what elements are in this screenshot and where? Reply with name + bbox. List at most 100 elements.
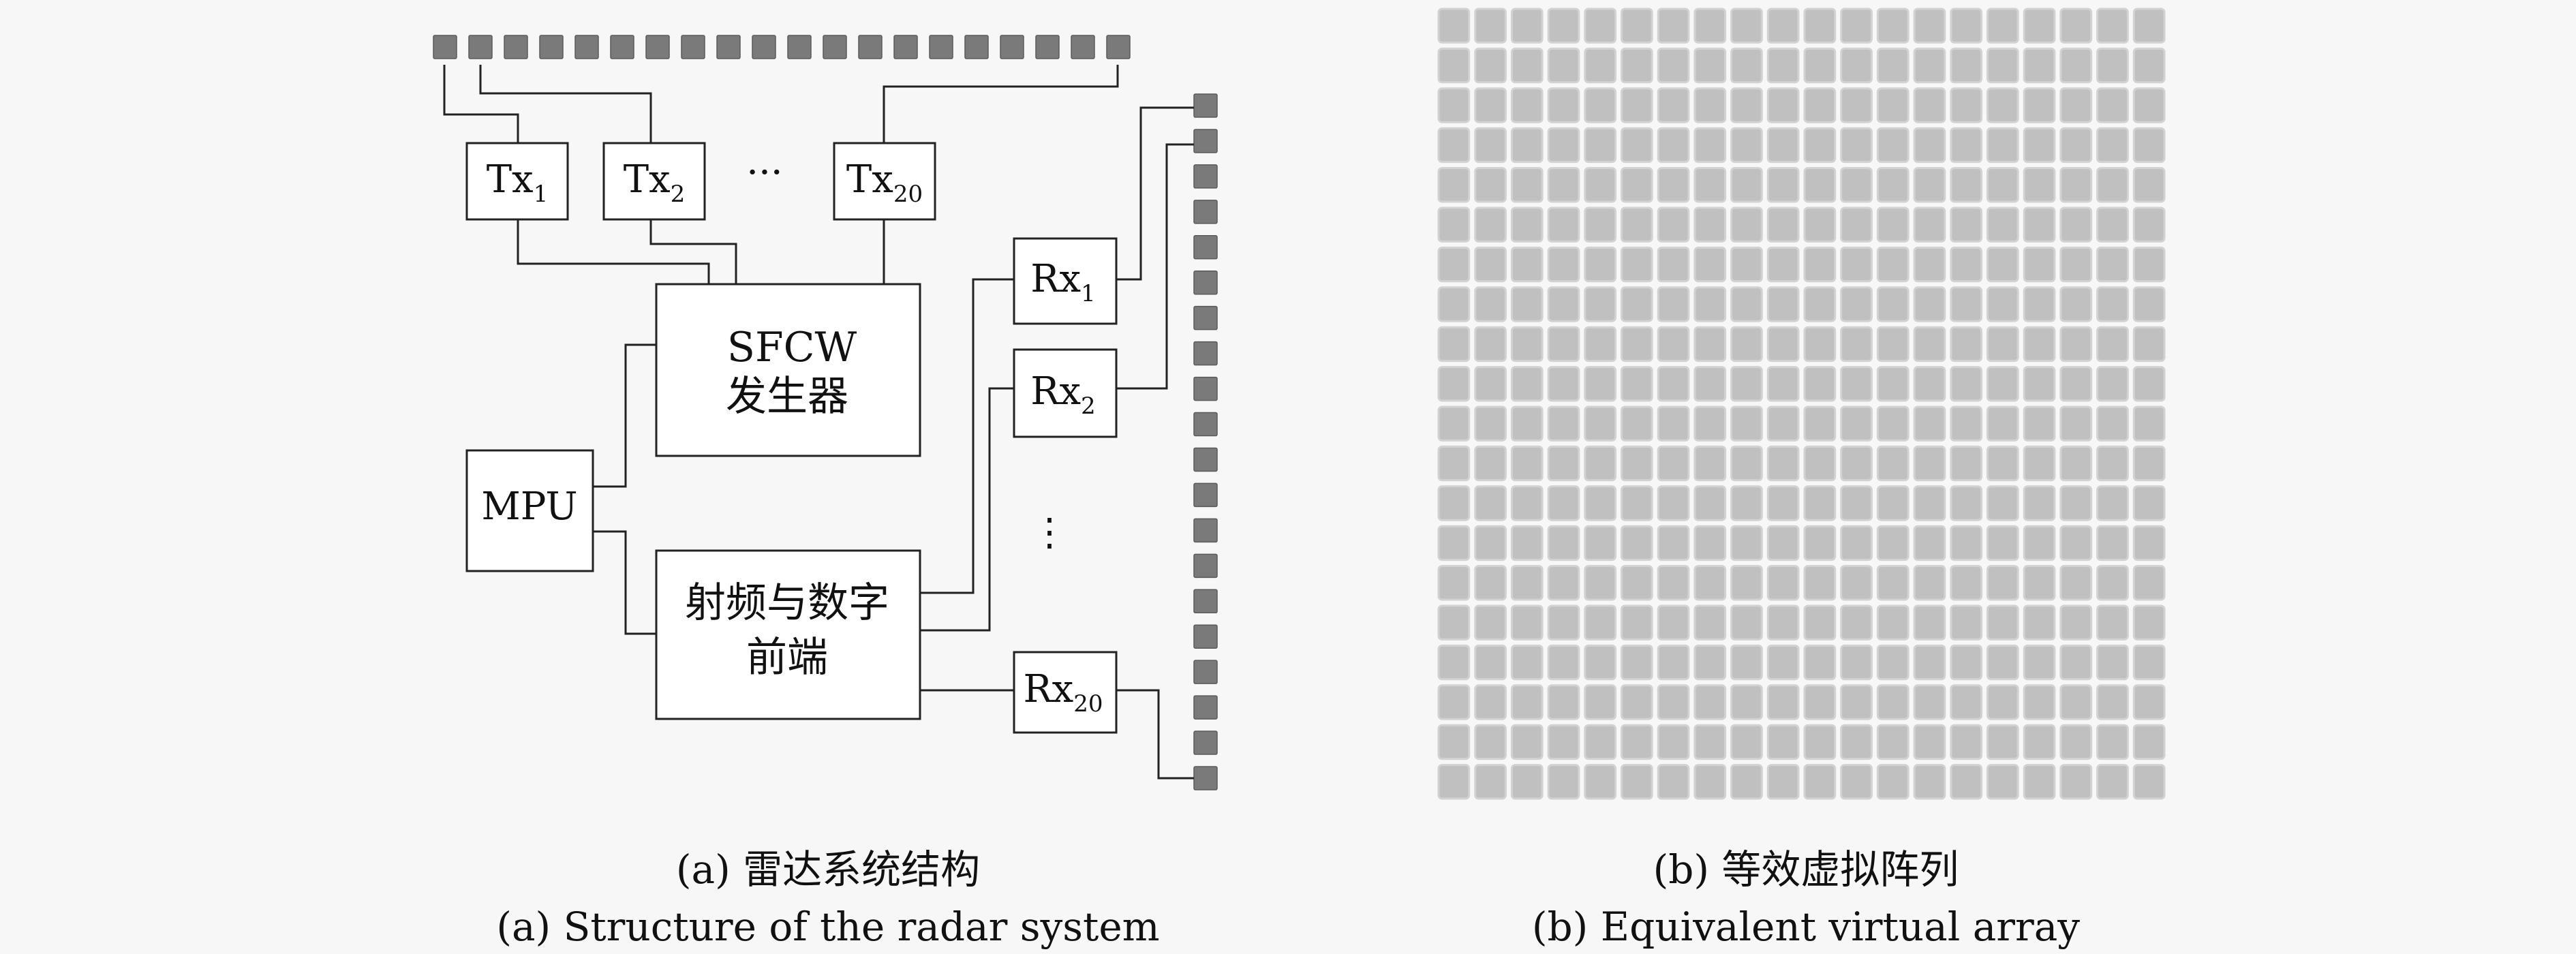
virtual-array-element bbox=[2023, 684, 2056, 720]
rx1-block: Rx1 bbox=[1013, 237, 1118, 325]
virtual-array-element bbox=[1547, 684, 1580, 720]
tx-antenna-element bbox=[716, 35, 741, 59]
virtual-array-element bbox=[1510, 604, 1544, 641]
virtual-array-element bbox=[1693, 485, 1727, 521]
virtual-array-element bbox=[2059, 644, 2093, 681]
rx-antenna-array bbox=[1193, 93, 1218, 790]
virtual-array-element bbox=[1657, 286, 1690, 322]
virtual-array-element bbox=[2096, 206, 2129, 243]
virtual-array-element bbox=[1840, 87, 1873, 123]
virtual-array-element bbox=[1730, 684, 1763, 720]
tx-antenna-element bbox=[1106, 35, 1131, 59]
virtual-array-element bbox=[1876, 684, 1910, 720]
virtual-array-element bbox=[1693, 286, 1727, 322]
virtual-array-element bbox=[1510, 246, 1544, 283]
virtual-array-element bbox=[1693, 644, 1727, 681]
virtual-array-element bbox=[1510, 525, 1544, 561]
virtual-array-element bbox=[1510, 206, 1544, 243]
virtual-array-element bbox=[1474, 127, 1507, 164]
virtual-array-element bbox=[1510, 485, 1544, 521]
virtual-array-element bbox=[1913, 565, 1946, 601]
virtual-array-element bbox=[1474, 525, 1507, 561]
virtual-array-element bbox=[1510, 644, 1544, 681]
virtual-array-element bbox=[1876, 127, 1910, 164]
virtual-array-element bbox=[1803, 47, 1837, 84]
virtual-array-element bbox=[1950, 286, 1983, 322]
virtual-array-element bbox=[1510, 684, 1544, 720]
virtual-array-element bbox=[1730, 246, 1763, 283]
virtual-array-element bbox=[1840, 366, 1873, 402]
virtual-array-element bbox=[1950, 87, 1983, 123]
virtual-array-element bbox=[1730, 87, 1763, 123]
virtual-array-element bbox=[1474, 764, 1507, 800]
virtual-array-element bbox=[1913, 684, 1946, 720]
virtual-array-element bbox=[1474, 684, 1507, 720]
rx-antenna-element bbox=[1193, 589, 1218, 614]
virtual-array-element bbox=[1803, 7, 1837, 44]
virtual-array-element bbox=[1766, 127, 1800, 164]
virtual-array-element bbox=[1840, 246, 1873, 283]
tx-antenna-element bbox=[610, 35, 634, 59]
virtual-array-element bbox=[2096, 724, 2129, 760]
virtual-array-element bbox=[2059, 286, 2093, 322]
virtual-array-element bbox=[1437, 485, 1471, 521]
virtual-array-element bbox=[1584, 206, 1617, 243]
virtual-array-element bbox=[1474, 286, 1507, 322]
virtual-array-element bbox=[1547, 724, 1580, 760]
rx2-label: Rx2 bbox=[1030, 369, 1095, 420]
virtual-array-element bbox=[1913, 246, 1946, 283]
rx20-block: Rx20 bbox=[1013, 651, 1118, 734]
virtual-array-element bbox=[1766, 445, 1800, 482]
virtual-array-element bbox=[1474, 167, 1507, 203]
virtual-array-element bbox=[1657, 644, 1690, 681]
virtual-array-element bbox=[1730, 525, 1763, 561]
rx-antenna-element bbox=[1193, 695, 1218, 720]
virtual-array-element bbox=[1584, 565, 1617, 601]
virtual-array-element bbox=[1474, 405, 1507, 442]
virtual-array-element bbox=[1437, 127, 1471, 164]
virtual-array-element bbox=[2023, 87, 2056, 123]
virtual-array-element bbox=[1987, 246, 2019, 283]
rx-antenna-element bbox=[1193, 270, 1218, 295]
virtual-array-element bbox=[2059, 7, 2093, 44]
virtual-array-element bbox=[1840, 127, 1873, 164]
virtual-array-element bbox=[1693, 127, 1727, 164]
virtual-array-element bbox=[1584, 47, 1617, 84]
tx1-label: Tx1 bbox=[487, 157, 549, 208]
virtual-array-element bbox=[1803, 604, 1837, 641]
tx-antenna-element bbox=[893, 35, 918, 59]
virtual-array-element bbox=[1987, 47, 2019, 84]
virtual-array-element bbox=[1803, 326, 1837, 363]
virtual-array-element bbox=[1693, 167, 1727, 203]
virtual-array-element bbox=[1510, 7, 1544, 44]
virtual-array-element bbox=[1766, 525, 1800, 561]
virtual-array-element bbox=[1657, 565, 1690, 601]
virtual-array-element bbox=[1840, 684, 1873, 720]
rf-frontend-label-line1: 射频与数字 bbox=[685, 579, 889, 627]
virtual-array-element bbox=[2132, 47, 2166, 84]
mpu-block: MPU bbox=[465, 449, 594, 572]
virtual-array-element bbox=[1803, 525, 1837, 561]
virtual-array-element bbox=[1584, 167, 1617, 203]
virtual-array-element bbox=[1987, 565, 2019, 601]
wire-mpu-rf bbox=[593, 530, 656, 635]
virtual-array-element bbox=[1840, 445, 1873, 482]
virtual-array-element bbox=[1547, 405, 1580, 442]
virtual-array-element bbox=[1840, 47, 1873, 84]
virtual-array-element bbox=[1657, 167, 1690, 203]
virtual-array-element bbox=[1950, 644, 1983, 681]
virtual-array-element bbox=[1547, 326, 1580, 363]
virtual-array-element bbox=[1510, 764, 1544, 800]
virtual-array-element bbox=[1437, 167, 1471, 203]
virtual-array-element bbox=[1621, 565, 1653, 601]
virtual-array-element bbox=[1510, 366, 1544, 402]
virtual-array-element bbox=[1803, 127, 1837, 164]
tx-antenna-element bbox=[964, 35, 989, 59]
tx-ellipsis: ··· bbox=[746, 151, 782, 195]
virtual-array-element bbox=[2023, 127, 2056, 164]
virtual-array-element bbox=[1621, 167, 1653, 203]
virtual-array-element bbox=[1950, 246, 1983, 283]
virtual-array-element bbox=[2132, 366, 2166, 402]
virtual-array-element bbox=[2023, 485, 2056, 521]
virtual-array-element bbox=[1584, 764, 1617, 800]
